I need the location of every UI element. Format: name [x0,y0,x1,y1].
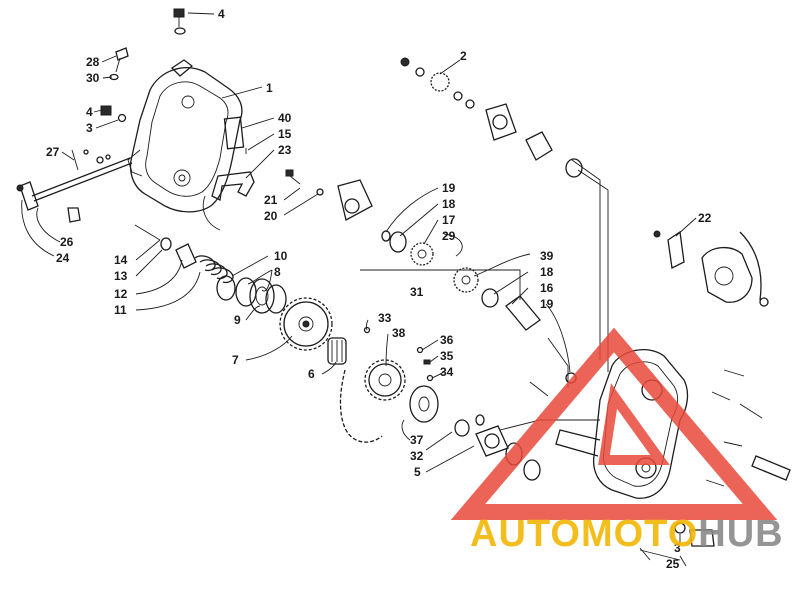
part-bracket-40 [223,116,245,150]
callout-33: 33 [378,311,392,325]
watermark-text: AUTOMOTOHUB [470,513,784,555]
callout-9: 9 [234,313,241,327]
part-bracket-20 [285,169,373,221]
leader-lines [21,12,697,561]
callout-22: 22 [698,211,712,225]
callout-18-lower: 18 [540,265,554,279]
part-small-sprocket [327,337,347,365]
callout-39: 39 [540,249,554,263]
callout-38: 38 [392,326,406,340]
part-drive-chain [339,369,383,443]
callout-numbers: 4 28 30 1 4 3 40 15 23 27 26 24 21 20 19… [46,7,712,571]
callout-3-left: 3 [86,121,93,135]
callout-18-upper: 18 [442,197,456,211]
callout-12: 12 [114,287,128,301]
callout-4-left: 4 [86,105,93,119]
callout-5: 5 [414,465,421,479]
callout-4-top: 4 [218,7,225,21]
part-gear-39 [453,267,499,308]
part-upper-sprocket-2 [400,57,583,178]
callout-8: 8 [274,265,281,279]
watermark-text-hub: HUB [698,513,783,555]
callout-21: 21 [264,193,278,207]
watermark-text-automoto: AUTOMOTO [470,513,698,555]
part-bolt-left [100,105,127,123]
part-bearing-cluster [216,275,287,314]
callout-1: 1 [266,81,273,95]
watermark-triangle-logo [450,327,778,520]
part-gear-17 [381,230,434,266]
callout-29: 29 [442,229,456,243]
callout-17: 17 [442,213,456,227]
callout-7: 7 [232,353,239,367]
callout-15: 15 [278,127,292,141]
automotohub-watermark: AUTOMOTOHUB [450,327,784,555]
parts-line-art [16,8,791,567]
callout-25: 25 [666,557,680,571]
callout-20: 20 [264,209,278,223]
part-large-sprocket [279,297,333,351]
part-screw-28 [109,47,129,81]
callout-16: 16 [540,281,554,295]
part-sprocket-38 [364,359,406,401]
callout-31: 31 [410,285,424,299]
callout-10: 10 [274,249,288,263]
callout-30: 30 [86,71,100,85]
callout-19-upper: 19 [442,181,456,195]
callout-34: 34 [440,365,454,379]
callout-24: 24 [56,251,70,265]
callout-35: 35 [440,349,454,363]
part-tensioner-spring [134,224,234,284]
part-shift-shaft [16,149,133,223]
callout-26: 26 [60,235,74,249]
part-chaincase-housing [555,349,689,499]
callout-3-bottom: 3 [674,541,681,555]
part-top-bolt [173,8,186,35]
callout-2: 2 [460,49,467,63]
callout-19-lower: 19 [540,297,554,311]
callout-40: 40 [278,111,292,125]
callout-13: 13 [114,269,128,283]
part-brake-disc [409,385,439,423]
part-lower-bolts [639,522,715,567]
callout-11: 11 [114,303,127,317]
callout-6: 6 [308,367,315,381]
part-housing-bolts [705,369,791,487]
callout-23: 23 [278,143,292,157]
callout-27: 27 [46,145,60,159]
callout-28: 28 [86,55,100,69]
callout-32: 32 [410,449,424,463]
part-bracket-22 [653,230,769,307]
callout-36: 36 [440,333,454,347]
part-bracket-23 [202,171,255,231]
callout-14: 14 [114,253,128,267]
callout-37: 37 [410,433,424,447]
part-chaincase-cover [127,59,243,213]
